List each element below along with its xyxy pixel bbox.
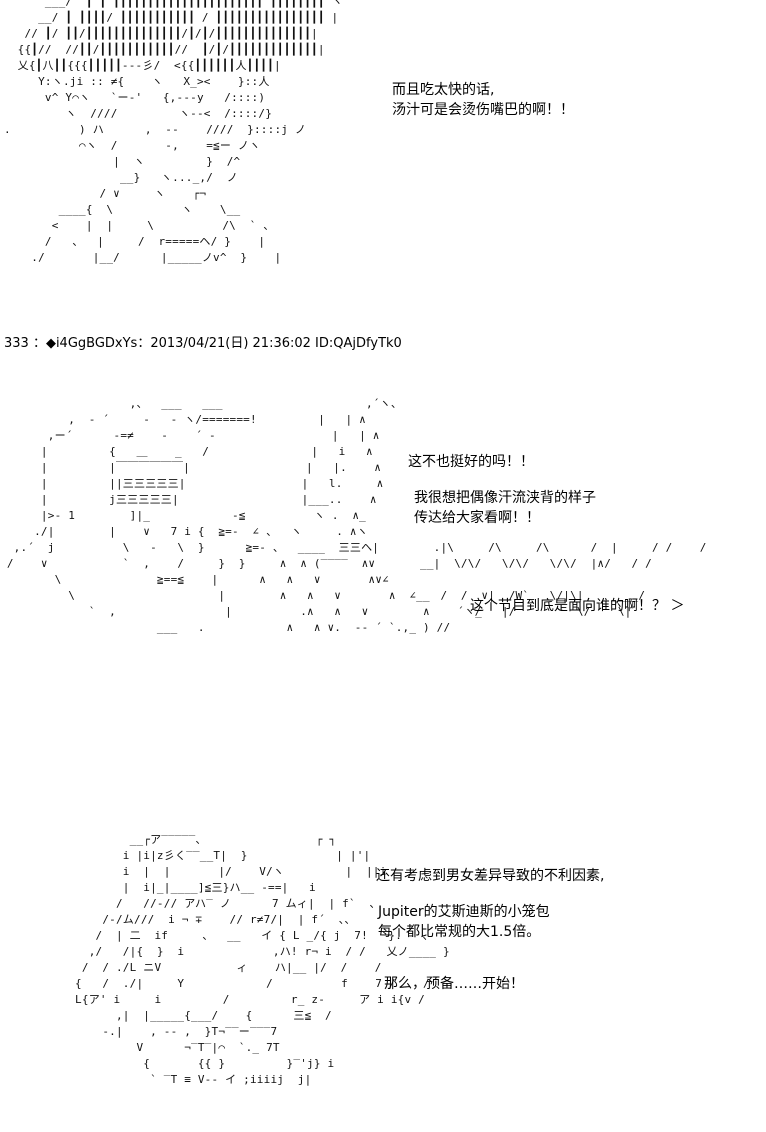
- panel3-ascii-art: __┌ア‾‾‾‾‾、 ┌ ┐ i |i|z彡く‾‾__T| } | |'| i …: [75, 833, 450, 1086]
- panel3-speech-2: Jupiter的艾斯迪斯的小笼包 每个都比常规的大1.5倍。: [378, 902, 550, 942]
- panel1-ascii-art: ___/ ┃ ┃ ┃┃┃┃┃┃┃┃┃┃┃┃┃┃┃┃┃┃┃┃┃┃ ┃┃┃┃┃┃┃┃…: [4, 0, 343, 264]
- panel3-speech-line: Jupiter的艾斯迪斯的小笼包: [378, 904, 550, 920]
- panel1-speech-line: 汤汁可是会烫伤嘴巴的啊！！: [392, 102, 574, 118]
- panel2-jagged-lines: .|\ /\ /\ / | / / / __| \/\/ \/\/ \/\/ |…: [420, 541, 707, 618]
- panel3-speech-1: 还有考虑到男女差异导致的不利因素,: [376, 868, 605, 884]
- panel3-speech-line: 每个都比常规的大1.5倍。: [378, 924, 541, 940]
- panel2-speech-line: 我很想把偶像汗流浃背的样子: [414, 490, 596, 506]
- post-header: 333 ：◆i4GgBGDxYs：2013/04/21(日) 21:36:02 …: [4, 336, 402, 351]
- panel1-speech-line: 而且吃太快的话,: [392, 82, 495, 98]
- panel1-speech: 而且吃太快的话, 汤汁可是会烫伤嘴巴的啊！！: [392, 80, 574, 120]
- panel2-speech-1: 这不也挺好的吗！！: [408, 454, 534, 470]
- panel2-speech-line: 传达给大家看啊！！: [414, 510, 540, 526]
- panel2-speech-3: 这个节目到底是面向谁的啊！？ ＞: [470, 598, 685, 614]
- panel2-ascii-art: ,、 ___ ___ ,´ヽ、 , - ´ - ‐ ヽ/=======! | |…: [6, 397, 482, 634]
- panel2-speech-2: 我很想把偶像汗流浃背的样子 传达给大家看啊！！: [414, 488, 596, 528]
- panel3-speech-3: 那么，预备……开始！: [384, 976, 524, 992]
